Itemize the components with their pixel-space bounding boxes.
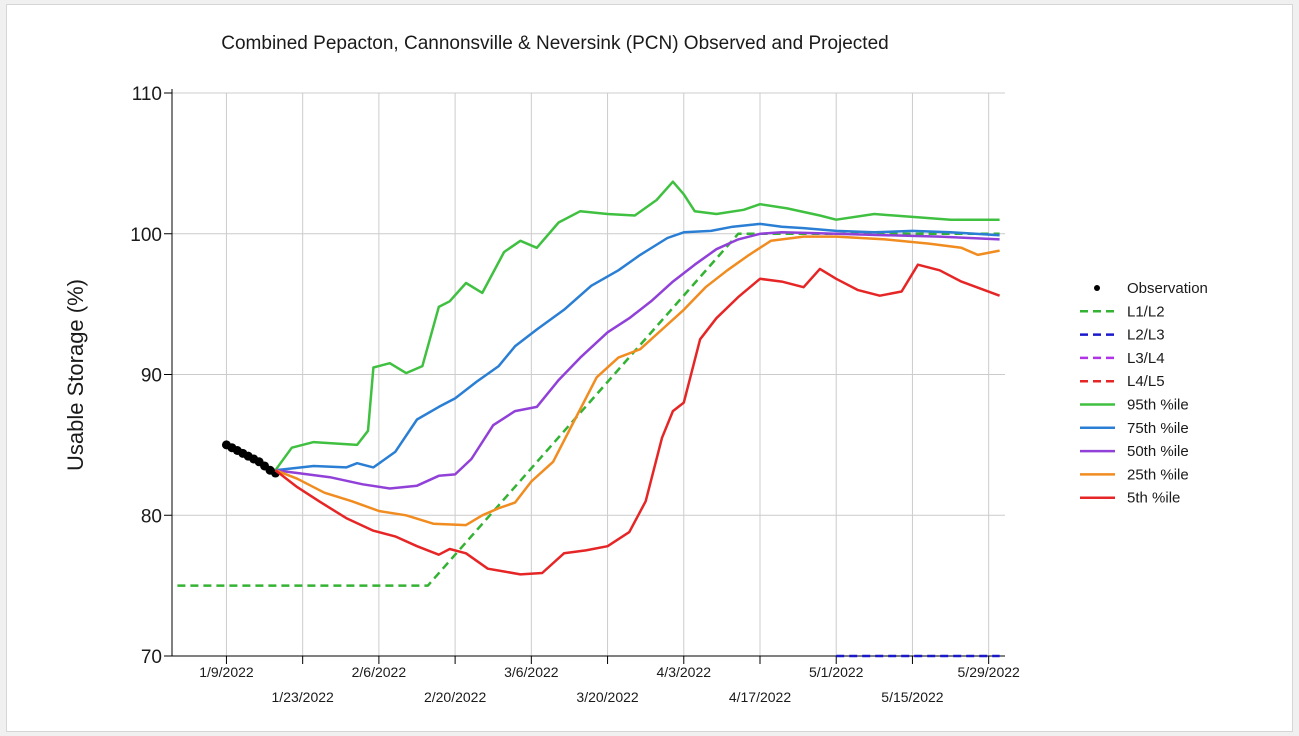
x-tick-label: 5/15/2022 <box>881 689 943 705</box>
legend-label: 50th %ile <box>1127 443 1189 460</box>
legend-label: 5th %ile <box>1127 490 1180 507</box>
legend-label: L2/L3 <box>1127 327 1165 344</box>
legend-item: 5th %ile <box>1080 490 1180 507</box>
axes: 70 80 90 100 110 1/9/2022 1/23/2022 2/6/2022 2/2… <box>130 84 1020 705</box>
legend-label: L1/L2 <box>1127 303 1165 320</box>
y-tick-label: 90 <box>141 366 162 387</box>
x-tick-label: 3/20/2022 <box>576 689 638 705</box>
legend-item: L3/L4 <box>1080 350 1165 367</box>
x-tick-label: 4/17/2022 <box>729 689 791 705</box>
legend-label: 25th %ile <box>1127 466 1189 483</box>
legend-item: Observation <box>1094 280 1208 297</box>
legend-item: L4/L5 <box>1080 373 1165 390</box>
legend-item: L2/L3 <box>1080 327 1165 344</box>
y-tick-label: 110 <box>132 84 162 105</box>
legend-item: 95th %ile <box>1080 397 1189 414</box>
x-tick-label: 3/6/2022 <box>504 664 559 680</box>
x-tick-label: 5/29/2022 <box>958 664 1020 680</box>
legend-item: L1/L2 <box>1080 303 1165 320</box>
storage-chart: Combined Pepacton, Cannonsville & Nevers… <box>63 33 1208 705</box>
series-line-5th-ile <box>274 263 1001 576</box>
y-tick-label: 80 <box>141 506 162 527</box>
legend-marker <box>1094 285 1100 291</box>
chart-title: Combined Pepacton, Cannonsville & Nevers… <box>221 33 888 54</box>
legend-label: 75th %ile <box>1127 420 1189 437</box>
x-tick-label: 4/3/2022 <box>657 664 712 680</box>
x-tick-label: 2/20/2022 <box>424 689 486 705</box>
legend-label: 95th %ile <box>1127 397 1189 414</box>
chart-frame: Combined Pepacton, Cannonsville & Nevers… <box>6 4 1293 732</box>
x-tick-label: 5/1/2022 <box>809 664 864 680</box>
y-tick-label: 100 <box>130 225 162 246</box>
legend-item: 50th %ile <box>1080 443 1189 460</box>
legend-label: Observation <box>1127 280 1208 297</box>
series-line-50th-ile <box>275 231 1000 490</box>
x-tick-label: 1/9/2022 <box>199 664 254 680</box>
legend-label: L4/L5 <box>1127 373 1165 390</box>
series-lines <box>177 180 1001 658</box>
grid-lines <box>172 92 1005 657</box>
legend-label: L3/L4 <box>1127 350 1165 367</box>
legend-item: 25th %ile <box>1080 466 1189 483</box>
y-axis-label: Usable Storage (%) <box>63 279 88 471</box>
x-tick-label: 2/6/2022 <box>352 664 407 680</box>
x-tick-label: 1/23/2022 <box>272 689 334 705</box>
series-line-75th-ile <box>275 222 1000 472</box>
legend-item: 75th %ile <box>1080 420 1189 437</box>
y-tick-label: 70 <box>141 647 162 668</box>
series-line-95th-ile <box>274 180 1000 471</box>
series-line-25th-ile <box>274 235 1000 527</box>
